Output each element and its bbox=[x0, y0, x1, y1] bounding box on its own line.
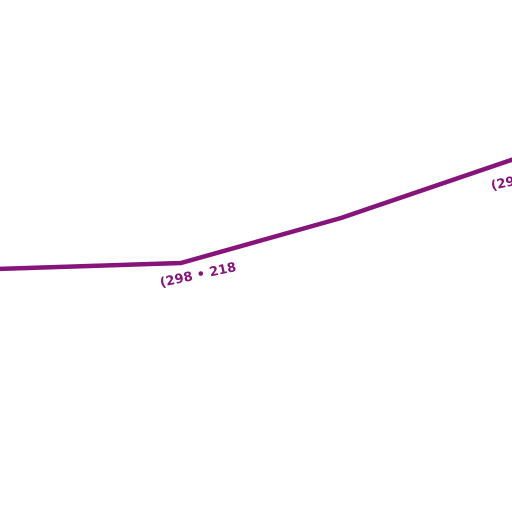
road-shield-label-partial: (29 bbox=[490, 174, 512, 194]
road-line bbox=[0, 157, 512, 272]
